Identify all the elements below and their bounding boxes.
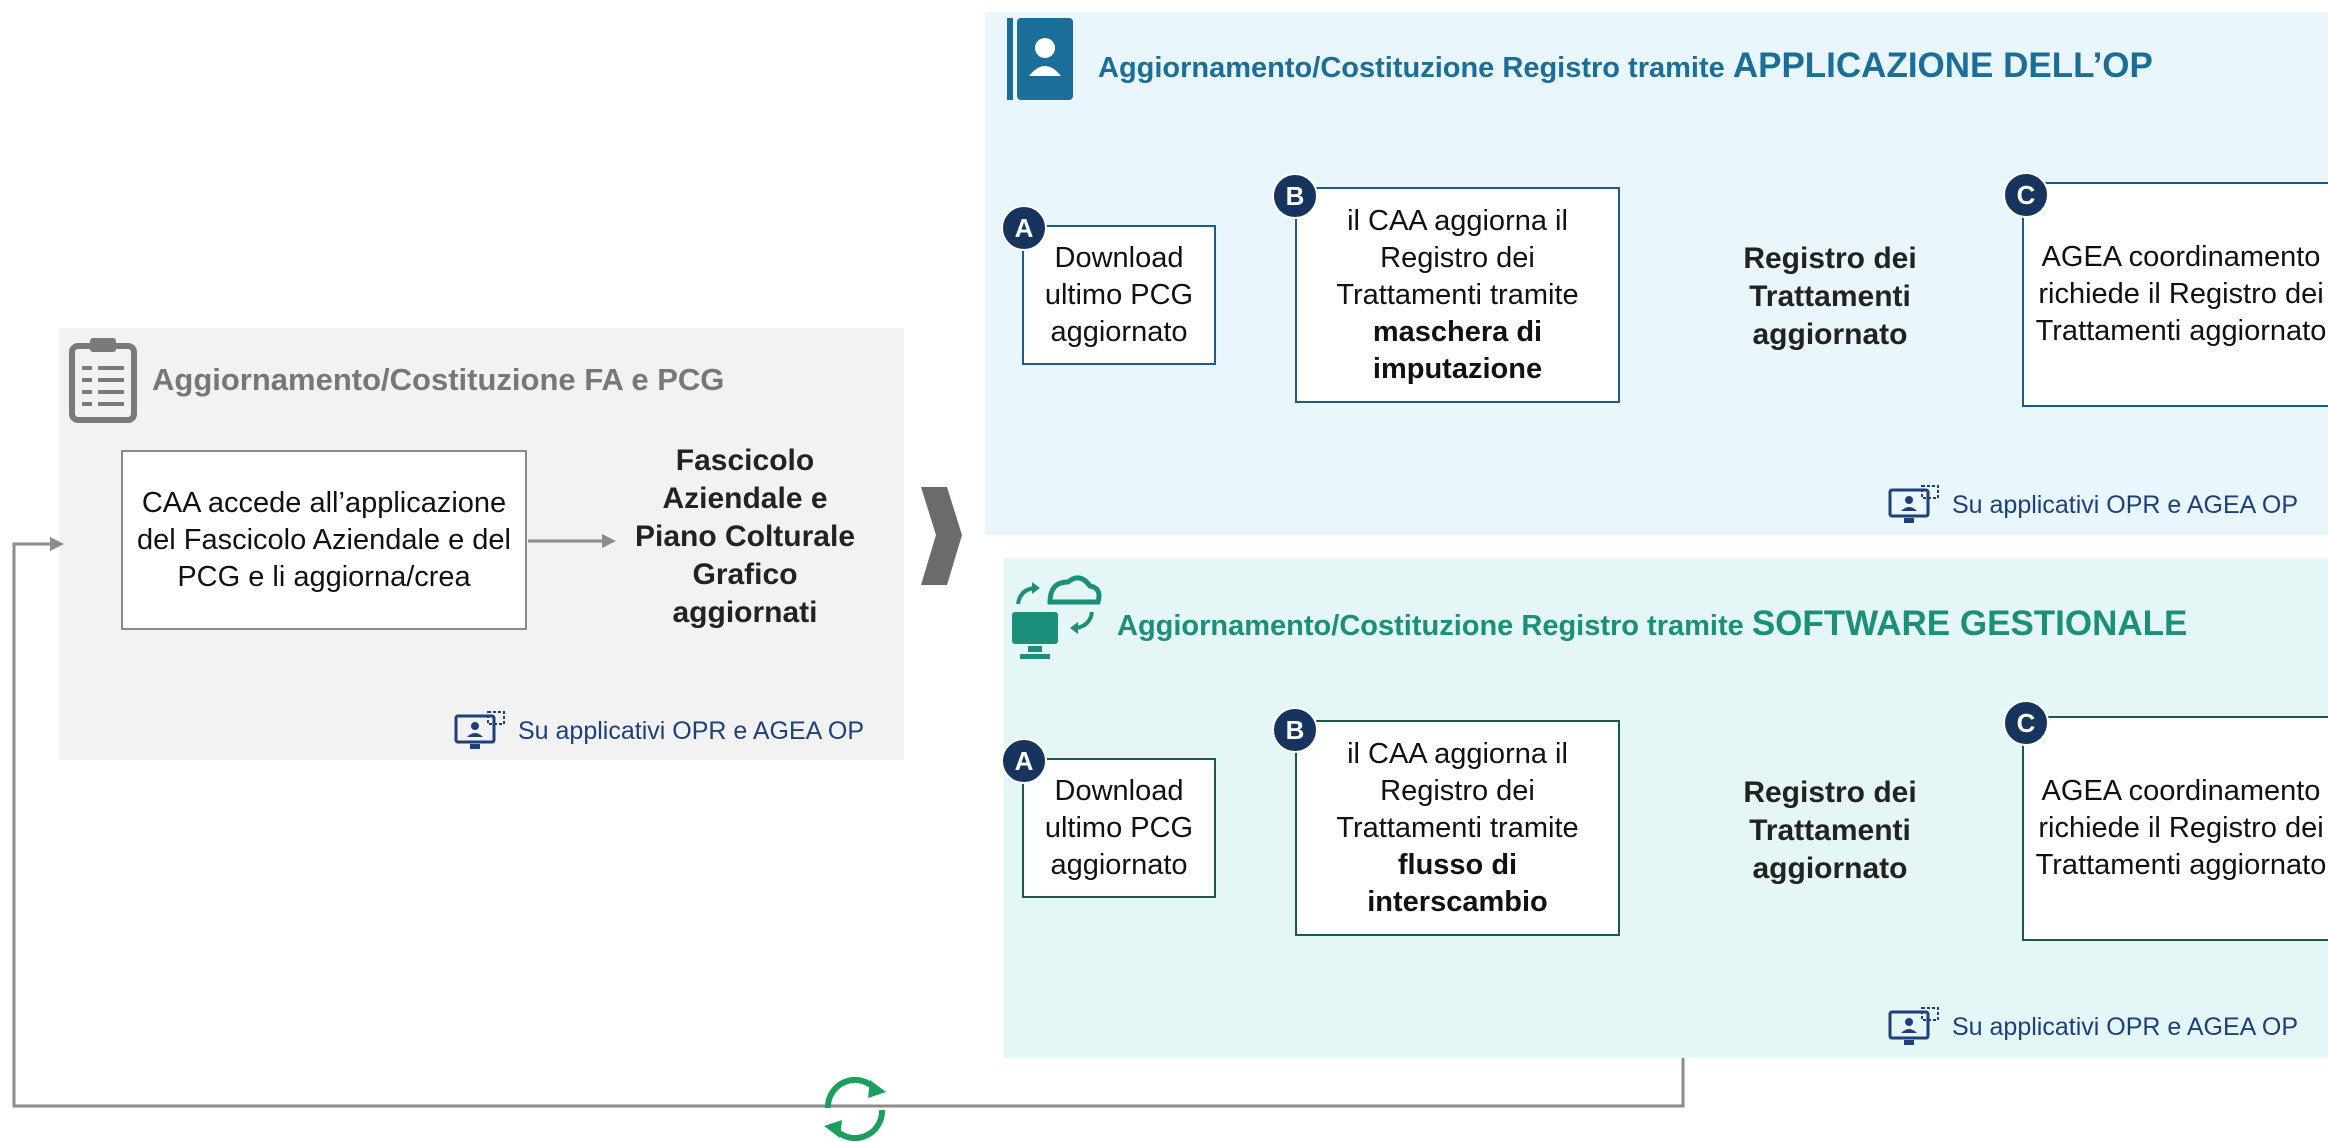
sw-result-text: Registro dei Trattamenti aggiornato (1743, 776, 1917, 885)
cloud-computer-icon (1012, 575, 1102, 659)
fa-result-text: Fascicolo Aziendale e Piano Colturale Gr… (634, 444, 856, 629)
sw-panel-title: Aggiornamento/Costituzione Registro tram… (1117, 604, 2187, 644)
op-panel-title: Aggiornamento/Costituzione Registro tram… (1098, 46, 2153, 86)
op-step-b-bold: maschera di imputazione (1372, 315, 1543, 385)
feedback-loop-arrowhead (50, 537, 64, 551)
fa-step-arrowhead (602, 534, 616, 548)
sw-step-b-badge: B (1272, 707, 1318, 753)
op-title-prefix: Aggiornamento/Costituzione Registro tram… (1098, 52, 1733, 84)
op-step-b-box: il CAA aggiorna il Registro dei Trattame… (1295, 187, 1620, 403)
op-footnote: Su applicativi OPR e AGEA OP (1888, 484, 2298, 526)
clipboard-checklist-icon (69, 338, 137, 423)
refresh-cycle-icon (824, 1076, 886, 1142)
fa-footnote-text: Su applicativi OPR e AGEA OP (518, 716, 864, 745)
sw-step-b-text: il CAA aggiorna il Registro dei Trattame… (1336, 737, 1579, 844)
sw-step-b-bold: flusso di interscambio (1367, 848, 1548, 918)
op-step-b-badge: B (1272, 173, 1318, 219)
sw-footnote: Su applicativi OPR e AGEA OP (1888, 1006, 2298, 1048)
sw-title-highlight: SOFTWARE GESTIONALE (1751, 604, 2188, 643)
op-title-highlight: APPLICAZIONE DELL’OP (1732, 46, 2153, 85)
fa-panel-title: Aggiornamento/Costituzione FA e PCG (152, 362, 725, 397)
op-step-a-badge: A (1001, 205, 1047, 251)
op-step-c-badge: C (2003, 172, 2049, 218)
sw-step-a-box: Download ultimo PCG aggiornato (1022, 758, 1216, 898)
sw-step-a-badge: A (1001, 738, 1047, 784)
transition-chevron-icon (921, 487, 962, 585)
contact-book-icon (1007, 18, 1073, 100)
sw-title-prefix: Aggiornamento/Costituzione Registro tram… (1117, 610, 1752, 642)
sw-step-c-badge: C (2003, 700, 2049, 746)
op-step-a-box: Download ultimo PCG aggiornato (1022, 225, 1216, 365)
fa-step-box: CAA accede all’applicazione del Fascicol… (121, 450, 527, 630)
op-step-c-box: AGEA coordinamento richiede il Registro … (2022, 182, 2328, 407)
monitor-users-icon (1888, 1007, 1939, 1045)
monitor-users-icon (1888, 485, 1939, 523)
op-footnote-text: Su applicativi OPR e AGEA OP (1952, 490, 2298, 519)
fa-footnote: Su applicativi OPR e AGEA OP (454, 710, 864, 752)
sw-step-c-box: AGEA coordinamento richiede il Registro … (2022, 716, 2328, 941)
op-step-b-text: il CAA aggiorna il Registro dei Trattame… (1336, 204, 1579, 311)
monitor-users-icon (454, 711, 505, 749)
sw-footnote-text: Su applicativi OPR e AGEA OP (1952, 1012, 2298, 1041)
sw-step-b-box: il CAA aggiorna il Registro dei Trattame… (1295, 720, 1620, 936)
feedback-loop-line (12, 542, 1685, 1108)
op-result-text: Registro dei Trattamenti aggiornato (1743, 242, 1917, 351)
